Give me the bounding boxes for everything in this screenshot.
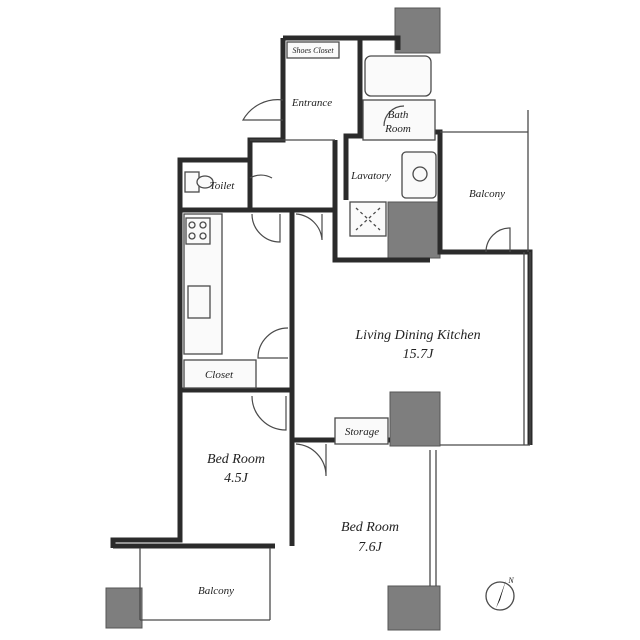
label-ldk-size: 15.7J [403, 347, 435, 362]
label-bath: Bath [388, 109, 409, 121]
column-lavatory [387, 201, 441, 259]
label-balcony-south: Balcony [198, 585, 234, 597]
wash-basin [401, 151, 437, 199]
kitchen-sink [187, 285, 211, 319]
closet-box [183, 359, 257, 389]
label-balcony-east: Balcony [469, 188, 505, 200]
toilet-icon [184, 171, 214, 193]
compass-label: N [507, 576, 514, 585]
column-top-right [394, 7, 441, 54]
north-arrow-icon: N [485, 576, 515, 611]
label-closet: Closet [205, 369, 234, 381]
label-entrance: Entrance [291, 97, 332, 109]
label-toilet: Toilet [210, 180, 236, 192]
label-lavatory: Lavatory [350, 170, 391, 182]
door-swings [241, 99, 511, 477]
exterior-walls [110, 35, 533, 549]
bathtub [364, 55, 432, 97]
label-bed-large-size: 7.6J [358, 540, 383, 555]
stove-icon [185, 217, 211, 245]
column-bottom-right [387, 585, 441, 631]
storage-box [334, 417, 389, 445]
column-bottom-left [105, 587, 143, 629]
washing-machine [349, 201, 387, 237]
label-storage: Storage [345, 426, 379, 438]
label-bath-room: Room [384, 123, 411, 135]
windows [139, 110, 531, 621]
label-bed-small: Bed Room [207, 452, 265, 467]
shoes-closet-box [286, 41, 340, 59]
column-center [389, 391, 441, 447]
label-bed-large: Bed Room [341, 520, 399, 535]
label-bed-small-size: 4.5J [224, 471, 249, 486]
label-ldk: Living Dining Kitchen [354, 328, 480, 343]
label-shoes-closet: Shoes Closet [292, 46, 334, 55]
